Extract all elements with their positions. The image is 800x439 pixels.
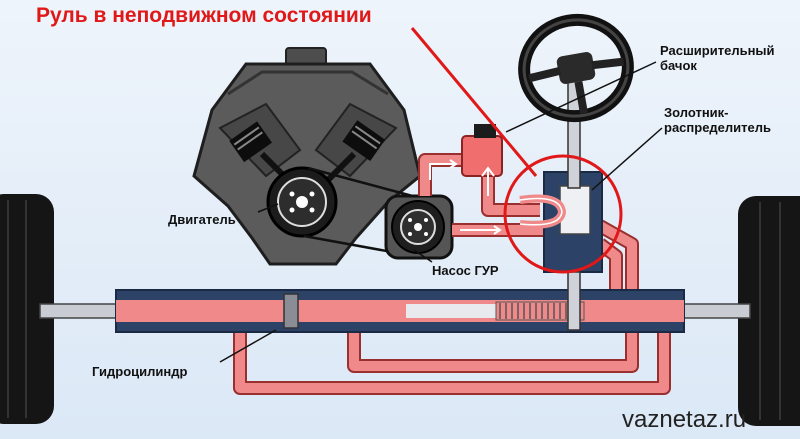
site-watermark: vaznetaz.ru: [622, 406, 747, 433]
expansion-reservoir: [461, 124, 503, 196]
power-steering-pump: [384, 194, 454, 260]
reservoir-label-line1: Расширительный: [660, 43, 775, 58]
valve-label-line2: распределитель: [664, 120, 772, 135]
pump-label: Насос ГУР: [432, 263, 499, 278]
right-wheel-tire: [738, 196, 800, 426]
cylinder-label: Гидроцилиндр: [92, 364, 188, 379]
engine-label: Двигатель: [168, 212, 236, 227]
callout-lines: [219, 61, 663, 363]
diagram-title: Руль в неподвижном состоянии: [36, 4, 372, 27]
reservoir-label-line2: бачок: [660, 58, 697, 73]
left-wheel-tire: [0, 194, 54, 424]
engine: [192, 47, 422, 266]
valve-highlight-circle: [503, 154, 623, 274]
flow-arrows: [429, 159, 502, 235]
hydraulic-cylinder: [115, 289, 685, 333]
title-pointer-line: [410, 27, 538, 177]
steering-wheel: [518, 13, 634, 123]
valve-label-line1: Золотник-: [664, 105, 729, 120]
